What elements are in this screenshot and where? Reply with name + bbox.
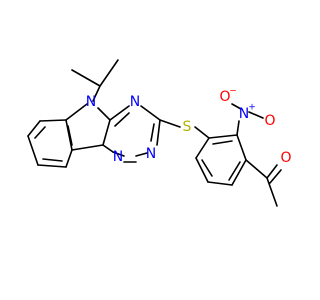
bond (114, 112, 130, 127)
charge-label-nitro-n: + (248, 103, 256, 113)
bond (236, 134, 247, 161)
atom-label-layer: N N N N S N + O − O O (86, 87, 292, 167)
bond (39, 119, 67, 122)
molecule-diagram: N N N N S N + O − O O (27, 59, 292, 207)
bond (34, 126, 46, 139)
bond (135, 152, 148, 157)
bond (231, 103, 242, 110)
bond (195, 137, 210, 159)
structure-canvas: N N N N S N + O − O O (27, 59, 292, 207)
bond (245, 159, 268, 179)
bond (71, 69, 101, 87)
atom-label-n-ring-bottom-left: N (113, 149, 123, 165)
bond (236, 120, 240, 136)
bond (201, 159, 213, 177)
bond (248, 111, 264, 119)
atom-label-ketone-o: O (280, 150, 291, 166)
bond (65, 103, 88, 121)
bond (266, 164, 278, 179)
charge-label-nitro-o: − (229, 87, 237, 97)
bond (27, 135, 39, 166)
bond (195, 157, 209, 183)
bond (228, 161, 241, 181)
bond (269, 169, 282, 184)
bond (42, 158, 63, 162)
bond (67, 125, 73, 146)
bond (102, 144, 114, 153)
bond (37, 164, 67, 168)
bond (109, 105, 130, 121)
bond (65, 149, 73, 168)
bond (156, 119, 161, 146)
bond (112, 151, 125, 157)
bond (27, 120, 41, 137)
bond (207, 181, 233, 186)
atom-label-sulfur: S (183, 119, 192, 135)
atom-label-n-ring-top: N (130, 94, 140, 110)
bond (150, 123, 155, 142)
bond (194, 126, 210, 139)
bond-layer (27, 59, 282, 207)
atom-label-n-indole: N (86, 94, 96, 110)
atom-label-n-ring-bottom-right: N (146, 146, 156, 162)
bond (65, 119, 73, 151)
bond (92, 85, 101, 102)
bond (266, 177, 278, 207)
atom-label-nitro-n: N (239, 106, 249, 122)
bond (159, 119, 181, 128)
bond (102, 119, 111, 146)
bond (212, 140, 233, 145)
bond (231, 159, 247, 186)
bond (140, 105, 161, 121)
atom-label-nitro-o-right: O (264, 113, 275, 129)
bond (71, 144, 104, 151)
bond (97, 107, 111, 121)
bond (99, 59, 119, 87)
atom-label-nitro-o-top: O (219, 89, 230, 105)
bond (208, 134, 238, 139)
